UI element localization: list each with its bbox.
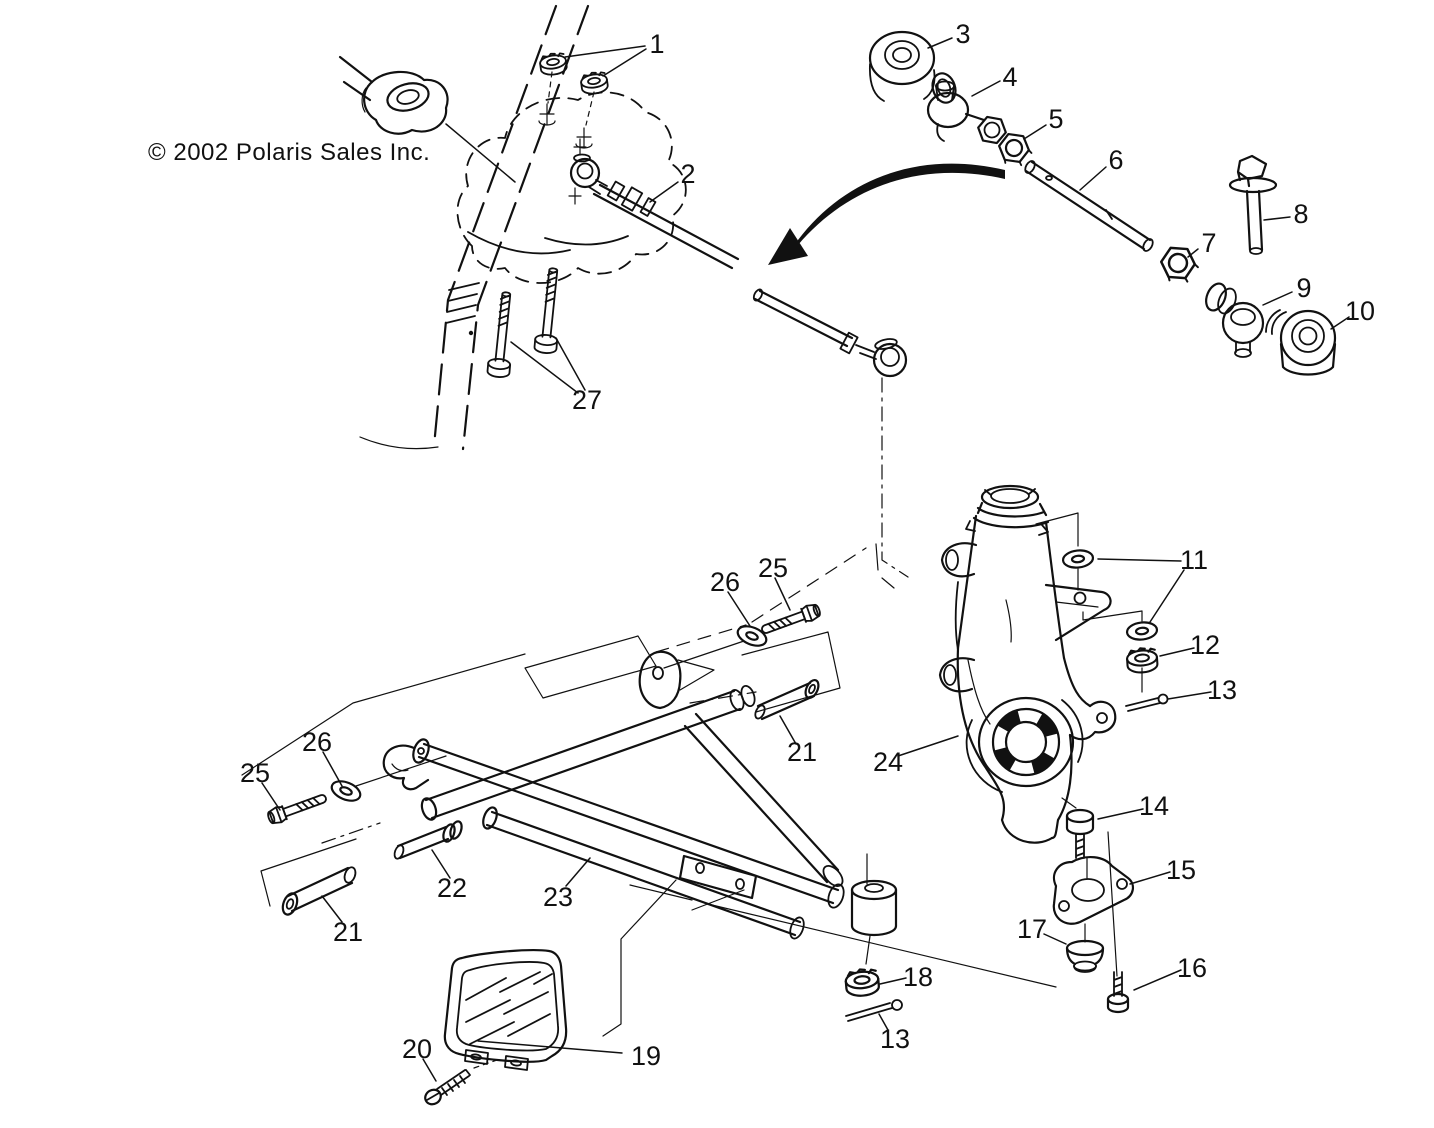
steering-post-bracket (456, 91, 687, 284)
callout-7: 7 (1201, 228, 1216, 258)
dust-cap-17 (1065, 923, 1105, 973)
bushing-housing-10 (1265, 309, 1350, 376)
callout-1: 1 (649, 29, 664, 59)
steering-column (359, 4, 590, 451)
sleeve-22 (393, 820, 463, 860)
callout-10: 10 (1345, 296, 1375, 326)
steering-knuckle (897, 484, 1117, 844)
flange-bolt-8 (1228, 154, 1291, 255)
stud-mark (538, 103, 593, 205)
tie-rod-end-9 (1205, 282, 1293, 358)
callout-11: 11 (1180, 545, 1208, 575)
jam-nut-5 (995, 124, 1047, 168)
callout-22: 22 (437, 873, 467, 903)
washer-26-lower (327, 776, 365, 806)
callout-17: 17 (1017, 914, 1047, 944)
callout-23: 23 (543, 882, 573, 912)
pivot-tube-23 (482, 806, 805, 940)
callout-15: 15 (1166, 855, 1196, 885)
a-arm (241, 543, 1057, 1037)
callout-25-lower: 25 (240, 758, 270, 788)
callout-8: 8 (1293, 199, 1308, 229)
callout-27: 27 (572, 385, 602, 415)
callout-21-right: 21 (787, 737, 817, 767)
cotter-pin-lower (845, 999, 903, 1022)
copyright-text: © 2002 Polaris Sales Inc. (148, 139, 430, 166)
weld-plate (678, 854, 758, 911)
lower-ball-joint-stack (1043, 797, 1182, 1014)
footwell-guard (422, 948, 623, 1106)
callout-2: 2 (680, 159, 695, 189)
front-bracket (382, 744, 430, 791)
retainer-plate-15 (1052, 856, 1134, 925)
direction-arrow (768, 163, 1005, 265)
callout-14: 14 (1139, 791, 1169, 821)
callout-3: 3 (955, 19, 970, 49)
callout-26-lower: 26 (302, 727, 332, 757)
callout-18: 18 (903, 962, 933, 992)
callout-9: 9 (1296, 273, 1311, 303)
callout-5: 5 (1048, 104, 1063, 134)
callout-25-upper: 25 (758, 553, 788, 583)
tie-rod-assembly-left (569, 138, 909, 578)
callout-13-lower: 13 (880, 1024, 910, 1054)
tie-rod-6 (1024, 160, 1154, 252)
pivot-bushing (850, 853, 898, 937)
callout-4: 4 (1002, 62, 1017, 92)
bolt-14 (1065, 808, 1095, 859)
callout-21-left: 21 (333, 917, 363, 947)
callout-16: 16 (1177, 953, 1207, 983)
callout-24: 24 (873, 747, 903, 777)
bolt-16 (1106, 971, 1130, 1014)
callout-6: 6 (1108, 145, 1123, 175)
callout-19: 19 (631, 1041, 661, 1071)
knuckle-fasteners-upper (1035, 512, 1212, 712)
guard-screw-20 (422, 1058, 501, 1106)
bushing-tube-21-right (754, 678, 820, 721)
steering-castle-nuts (538, 45, 647, 126)
bushing-tube-21-left (281, 866, 357, 916)
cotter-pin-upper (1125, 693, 1169, 712)
handlebar-rod-end (338, 55, 516, 183)
rod-end-housing-3 (868, 30, 957, 104)
shock-bracket (638, 650, 715, 710)
bolt-25-upper (758, 601, 823, 639)
mount-bolts-27 (486, 266, 586, 394)
ball-joint-4 (926, 80, 1007, 145)
bolt-25-lower (265, 789, 330, 827)
jam-nut-7 (1158, 246, 1201, 284)
callout-20: 20 (402, 1034, 432, 1064)
castle-nut-18 (843, 966, 881, 999)
callout-12: 12 (1190, 630, 1220, 660)
callout-13-upper: 13 (1207, 675, 1237, 705)
callout-26-upper: 26 (710, 567, 740, 597)
